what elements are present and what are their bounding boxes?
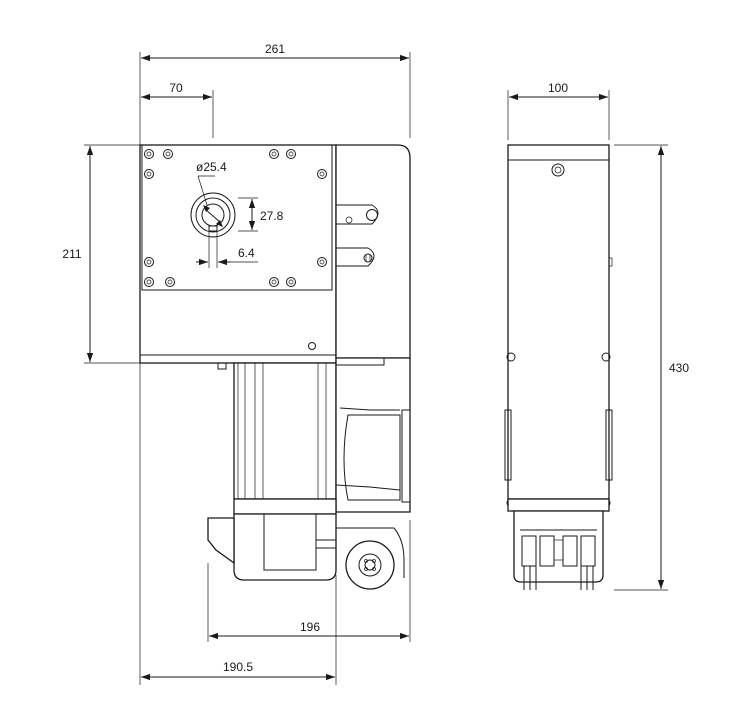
release-lever <box>207 517 235 565</box>
dim-label-upper-height: 211 <box>62 247 81 261</box>
shaft-diameter-callout: ø25.4 <box>196 160 227 206</box>
dim-label-shaft-key-height: 27.8 <box>260 209 284 223</box>
dimension-side-depth: 100 <box>509 81 608 101</box>
dimension-total-height: 430 <box>657 146 689 589</box>
dim-label-overall-width: 261 <box>265 42 285 56</box>
dim-label-side-depth: 100 <box>548 81 568 95</box>
side-bracket <box>335 144 411 359</box>
mounting-plate <box>141 144 333 291</box>
key-width-dim: 6.4 <box>196 232 258 268</box>
dimension-lower-width: 196 <box>209 620 409 640</box>
chain-wheel <box>345 540 395 590</box>
side-housing <box>507 144 610 500</box>
brake-housing <box>233 513 337 581</box>
side-brake-ring <box>507 498 610 512</box>
dim-label-total-height: 430 <box>669 361 689 375</box>
dim-label-lower-width: 196 <box>300 620 320 634</box>
dimension-base-offset: 190.5 <box>141 660 335 681</box>
side-view <box>504 144 613 590</box>
dim-label-shaft-offset: 70 <box>169 81 183 95</box>
side-brake-housing <box>513 510 604 583</box>
dimension-upper-height: 211 <box>62 146 94 362</box>
motor-shell <box>335 357 411 513</box>
output-shaft <box>190 192 236 238</box>
brake-ring <box>233 498 337 515</box>
shaft-key-height-dim: 27.8 <box>238 197 284 232</box>
dim-label-key-width: 6.4 <box>238 246 255 260</box>
dimension-overall-width: 261 <box>141 42 409 62</box>
front-view: ø25.4 27.8 6.4 <box>139 144 411 590</box>
motor-body <box>233 362 337 500</box>
plate-bolt-holes <box>144 149 327 287</box>
dim-label-base-offset: 190.5 <box>223 660 253 674</box>
dimension-shaft-offset: 70 <box>141 81 212 101</box>
dim-label-shaft-diameter: ø25.4 <box>196 160 227 174</box>
